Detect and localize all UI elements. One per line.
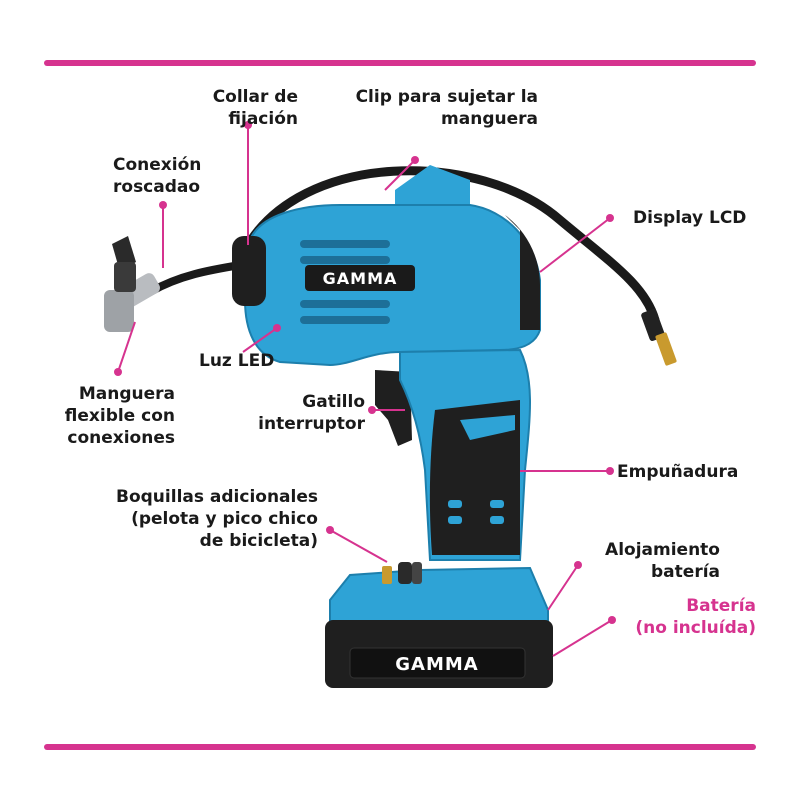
label-line: fijación xyxy=(228,109,298,129)
dot-conexion xyxy=(159,201,167,209)
label-line: Manguera xyxy=(78,384,175,404)
lcd-panel xyxy=(505,215,540,330)
label-line: (pelota y pico chico xyxy=(131,509,318,529)
brass-valve xyxy=(655,332,677,366)
label-alojamiento: Alojamiento batería xyxy=(580,539,720,583)
label-line: Conexión xyxy=(113,155,202,175)
pointer-boquillas xyxy=(329,529,388,563)
label-line: de bicicleta) xyxy=(199,531,318,551)
battery-logo: GAMMA xyxy=(395,654,478,675)
label-gatillo: Gatillo interruptor xyxy=(240,391,365,435)
label-line: conexiones xyxy=(67,428,175,448)
label-line: (no incluída) xyxy=(635,618,756,638)
label-line: Display LCD xyxy=(633,208,747,228)
label-clip: Clip para sujetar la manguera xyxy=(320,86,538,130)
vents xyxy=(300,240,390,324)
grip-slots xyxy=(448,500,504,524)
locking-collar xyxy=(232,236,266,306)
dot-clip xyxy=(411,156,419,164)
air-chuck xyxy=(104,236,160,332)
label-line: Clip para sujetar la xyxy=(355,87,538,107)
label-line: Gatillo xyxy=(302,392,365,412)
pointer-manguera xyxy=(117,321,136,373)
pointer-alojamiento xyxy=(547,564,579,611)
dot-boquillas xyxy=(326,526,334,534)
label-boquillas: Boquillas adicionales (pelota y pico chi… xyxy=(80,486,318,552)
pointer-clip xyxy=(384,159,416,191)
label-line: Luz LED xyxy=(199,351,275,371)
label-line: Boquillas adicionales xyxy=(116,487,318,507)
label-line: roscadao xyxy=(113,177,201,197)
hose-end-connector xyxy=(641,309,665,341)
pointer-bateria xyxy=(552,619,613,657)
label-collar: Collar de fijación xyxy=(180,86,298,130)
label-manguera: Manguera flexible con conexiones xyxy=(40,383,175,449)
label-line: interruptor xyxy=(258,414,365,434)
dot-manguera xyxy=(114,368,122,376)
body-logo: GAMMA xyxy=(323,269,398,288)
dot-display xyxy=(606,214,614,222)
label-conexion: Conexión roscadao xyxy=(113,154,201,198)
dot-luz xyxy=(273,324,281,332)
hose-clip xyxy=(395,165,470,215)
label-display: Display LCD xyxy=(633,207,746,229)
left-hose xyxy=(146,261,244,296)
label-line: Alojamiento xyxy=(605,540,720,560)
battery-logo-plate xyxy=(349,647,526,679)
flexible-hose xyxy=(240,166,660,325)
bottom-divider xyxy=(44,744,756,750)
label-line: manguera xyxy=(441,109,538,129)
label-empunadura: Empuñadura xyxy=(617,461,738,483)
label-line: batería xyxy=(651,562,720,582)
dot-gatillo xyxy=(368,406,376,414)
dot-empunadura xyxy=(606,467,614,475)
dot-alojamiento xyxy=(574,561,582,569)
pointer-display xyxy=(539,217,611,273)
battery-housing xyxy=(329,566,549,626)
label-luz: Luz LED xyxy=(199,350,274,372)
dot-collar xyxy=(244,121,252,129)
top-divider xyxy=(44,60,756,66)
grip-stripe xyxy=(460,415,515,440)
label-line: Collar de xyxy=(212,87,298,107)
label-bateria: Batería (no incluída) xyxy=(600,595,756,639)
label-line: Empuñadura xyxy=(617,462,739,482)
dot-bateria xyxy=(608,616,616,624)
trigger xyxy=(375,370,412,446)
label-line: flexible con xyxy=(64,406,175,426)
pointer-luz xyxy=(242,327,278,353)
label-line: Batería xyxy=(686,596,756,616)
extra-nozzles xyxy=(382,562,422,584)
body-logo-plate xyxy=(305,265,415,291)
